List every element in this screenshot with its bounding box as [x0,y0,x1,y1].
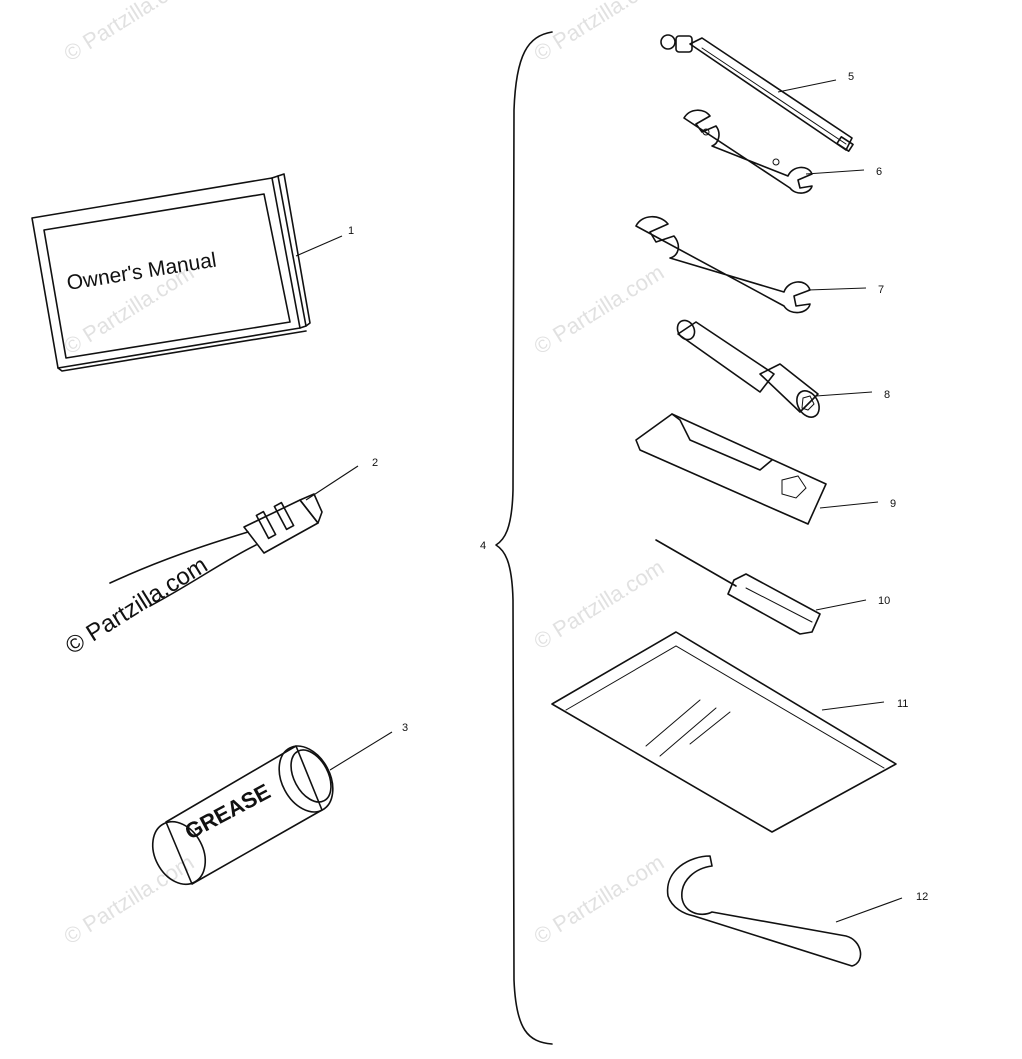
callout-10: 10 [878,595,890,607]
callout-6: 6 [876,166,882,178]
part-wrench-large[interactable] [635,215,811,314]
callouts: 1 2 3 4 5 6 7 8 9 10 11 12 [348,71,928,903]
watermarks: © Partzilla.com © Partzilla.com © Partzi… [59,0,668,949]
callout-7: 7 [878,284,884,296]
callout-3: 3 [402,722,408,734]
callout-1: 1 [348,225,354,237]
grease-label: GREASE [181,779,275,845]
watermark: © Partzilla.com [59,0,198,66]
part-slotted-tool[interactable] [635,413,827,525]
toolkit-bracket [495,31,553,1045]
part-wrench-small[interactable] [683,109,813,194]
part-socket-wrench[interactable] [674,317,824,421]
callout-8: 8 [884,389,890,401]
watermark: © Partzilla.com [529,554,668,654]
watermark-prominent: © Partzilla.com [61,551,212,660]
callout-9: 9 [890,498,896,510]
part-spanner-wrench[interactable] [666,855,862,967]
part-spark-plug-wrench[interactable] [660,34,854,152]
callout-4: 4 [480,540,486,552]
part-screwdriver[interactable] [655,539,821,635]
callout-12: 12 [916,891,928,903]
watermark: © Partzilla.com [59,849,198,949]
part-plastic-bag[interactable] [551,631,897,833]
watermark: © Partzilla.com [529,259,668,359]
callout-2: 2 [372,457,378,469]
part-connector[interactable] [109,493,323,607]
watermark: © Partzilla.com [529,849,668,949]
leader-lines [295,79,903,923]
callout-5: 5 [848,71,854,83]
callout-11: 11 [897,698,908,710]
